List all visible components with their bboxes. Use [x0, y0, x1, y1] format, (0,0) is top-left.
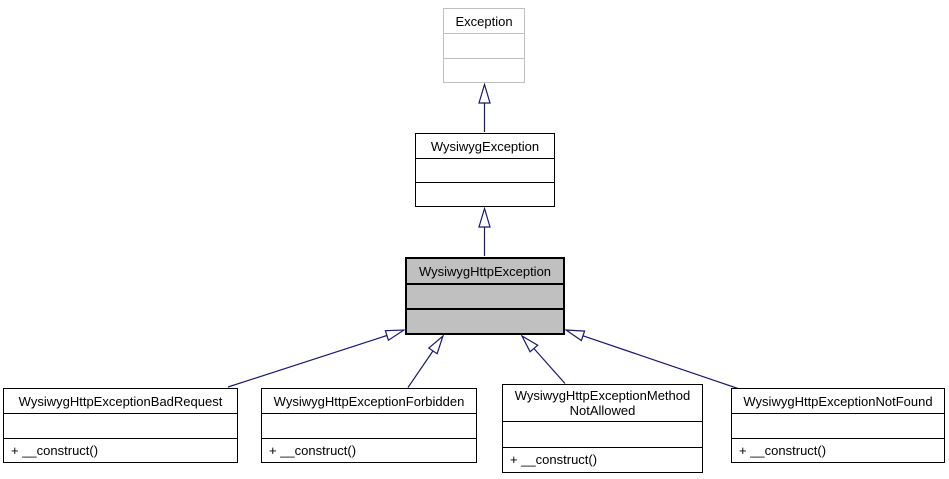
methods-compartment	[407, 308, 563, 333]
attributes-compartment	[416, 158, 554, 182]
method-construct: + __construct()	[503, 446, 702, 473]
class-node-method-not-allowed[interactable]: WysiwygHttpExceptionMethod NotAllowed + …	[502, 384, 703, 473]
attributes-compartment	[4, 413, 237, 438]
class-node-wysiwyg-http-exception: WysiwygHttpException	[405, 257, 565, 335]
inheritance-arrowhead	[478, 206, 491, 228]
class-title: WysiwygHttpException	[418, 263, 552, 279]
attributes-compartment	[732, 413, 944, 438]
edge-line	[227, 334, 388, 388]
inheritance-arrowhead	[427, 334, 445, 355]
attributes-compartment	[503, 421, 702, 447]
edge-line	[582, 335, 739, 390]
class-title: WysiwygHttpExceptionNotFound	[743, 393, 933, 409]
methods-compartment	[444, 57, 524, 83]
method-construct: + __construct()	[732, 437, 944, 463]
class-title: WysiwygHttpExceptionBadRequest	[18, 393, 223, 409]
method-construct: + __construct()	[262, 437, 476, 463]
attributes-compartment	[262, 413, 476, 438]
inheritance-arrowhead	[478, 82, 491, 104]
edge-line	[533, 348, 566, 384]
class-node-exception: Exception	[443, 8, 525, 83]
attributes-compartment	[407, 283, 563, 308]
class-title: WysiwygHttpExceptionForbidden	[273, 393, 465, 409]
methods-compartment	[416, 182, 554, 206]
edge-line	[407, 350, 434, 388]
inheritance-arrowhead	[563, 329, 586, 342]
class-node-not-found[interactable]: WysiwygHttpExceptionNotFound + __constru…	[731, 388, 945, 463]
class-title: WysiwygException	[430, 138, 540, 154]
class-node-forbidden[interactable]: WysiwygHttpExceptionForbidden + __constr…	[261, 388, 477, 463]
method-construct: + __construct()	[4, 437, 237, 463]
class-node-bad-request[interactable]: WysiwygHttpExceptionBadRequest + __const…	[3, 388, 238, 463]
attributes-compartment	[444, 33, 524, 58]
inheritance-arrowhead	[384, 329, 407, 342]
class-title: Exception	[455, 13, 513, 29]
class-node-wysiwyg-exception[interactable]: WysiwygException	[415, 133, 555, 207]
class-title: WysiwygHttpExceptionMethod NotAllowed	[514, 388, 691, 418]
inheritance-arrowhead	[520, 334, 539, 353]
